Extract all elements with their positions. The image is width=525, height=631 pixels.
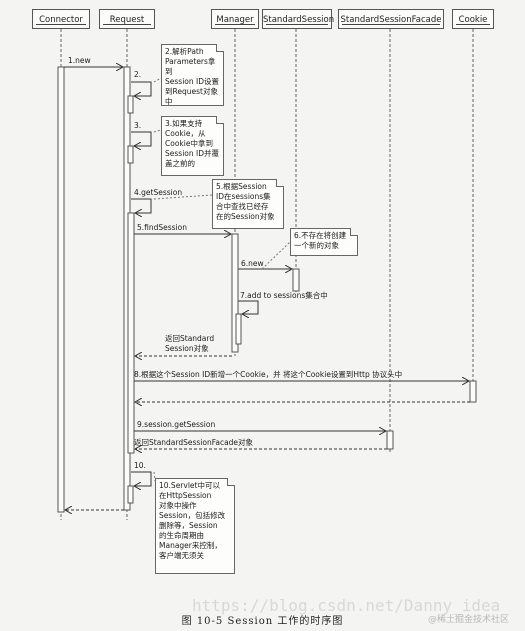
note-6-connector bbox=[261, 241, 291, 270]
activation-manager-2 bbox=[235, 313, 242, 345]
watermark-url: https://blog.csdn.net/Danny_idea bbox=[192, 596, 501, 615]
message-2-label: 2. bbox=[134, 70, 142, 79]
note-6: 6.不存在将创建 一个新的对象 bbox=[290, 228, 358, 256]
message-4-arrow bbox=[131, 198, 152, 213]
participant-manager: Manager bbox=[211, 9, 259, 29]
participant-cookie: Cookie bbox=[452, 9, 494, 29]
note-2: 2.解析Path Parameters拿到 Session ID设置 到Requ… bbox=[161, 44, 224, 106]
note-2-connector bbox=[153, 77, 162, 83]
message-6-label: 6.new bbox=[241, 259, 264, 268]
note-3: 3.如果支持 Cookie，从 Cookie中拿到 Session ID并覆 盖… bbox=[161, 116, 224, 176]
message-2-arrow bbox=[131, 81, 152, 96]
activation-manager bbox=[231, 233, 239, 353]
activation-request-3 bbox=[127, 145, 134, 164]
message-5-label: 5.findSession bbox=[137, 223, 188, 232]
message-3-label: 3. bbox=[134, 121, 142, 130]
message-10-arrow bbox=[131, 471, 152, 486]
message-8-label: 8.根据这个Session ID新增一个Cookie，并 将这个Cookie设置… bbox=[134, 370, 403, 379]
participant-connector: Connector bbox=[32, 9, 90, 29]
activation-connector bbox=[57, 66, 65, 513]
activation-request-2 bbox=[127, 95, 134, 114]
note-5-connector bbox=[153, 194, 213, 200]
note-5: 5.根据Session ID在sessions集 合中查找已经存 在的Sessi… bbox=[212, 179, 284, 229]
activation-request-10 bbox=[127, 485, 134, 504]
message-7-arrow bbox=[238, 300, 259, 314]
note-10-connector bbox=[153, 471, 156, 482]
participant-standardsession: StandardSession bbox=[262, 9, 334, 29]
note-10: 10.Servlet中可以 在HttpSession 对象中操作 Session… bbox=[155, 478, 235, 574]
return-standard-label-2: Session对象 bbox=[165, 344, 209, 353]
message-4-label: 4.getSession bbox=[134, 188, 183, 197]
return-standard-label-1: 返回Standard bbox=[165, 334, 215, 343]
note-3-connector bbox=[153, 129, 162, 133]
activation-request-4 bbox=[127, 212, 135, 454]
participant-request: Request bbox=[99, 9, 155, 29]
message-9-label: 9.session.getSession bbox=[137, 420, 216, 429]
message-1-label: 1.new bbox=[68, 56, 91, 65]
figure-caption: 图 10-5 Session 工作的时序图 bbox=[181, 616, 344, 627]
return-facade-label: 返回StandardSessionFacade对象 bbox=[134, 438, 254, 447]
message-10-label: 10. bbox=[134, 461, 146, 470]
activation-cookie bbox=[469, 380, 477, 403]
activation-standardsession bbox=[292, 268, 300, 292]
watermark-brand: @稀土掘金技术社区 bbox=[428, 615, 510, 625]
message-7-label: 7.add to sessions集合中 bbox=[240, 291, 328, 300]
participant-standardsessionfacade: StandardSessionFacade bbox=[338, 9, 444, 29]
activation-facade bbox=[386, 430, 394, 450]
message-3-arrow bbox=[131, 131, 152, 146]
